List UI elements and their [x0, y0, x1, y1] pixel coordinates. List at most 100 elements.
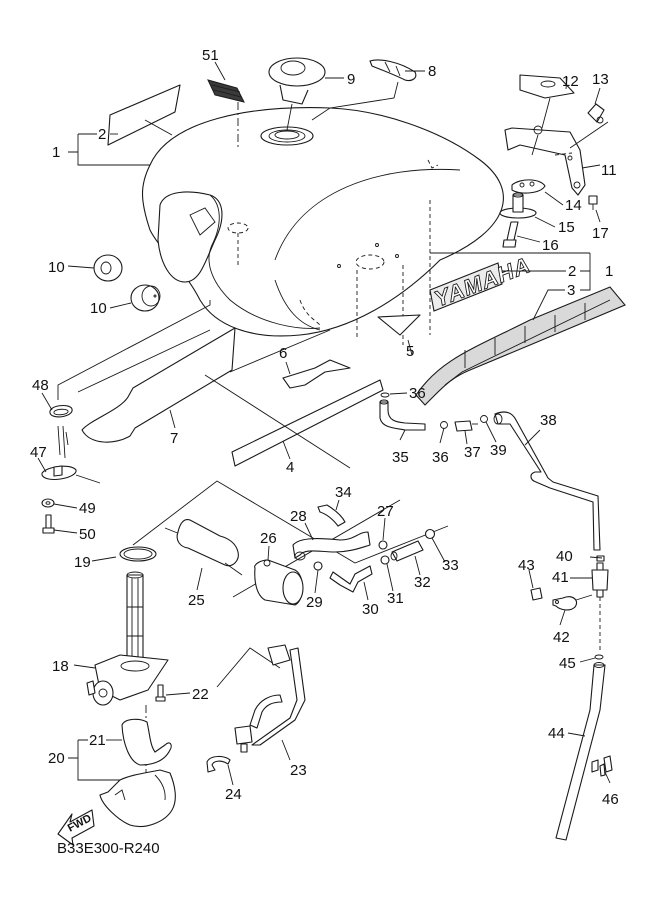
callout-1-top[interactable]: 1: [52, 144, 60, 161]
hose-clip[interactable]: [380, 392, 390, 398]
callout-49[interactable]: 49: [79, 500, 96, 517]
cover-inner[interactable]: [121, 718, 172, 766]
callout-16[interactable]: 16: [542, 237, 559, 254]
callout-2-top[interactable]: 2: [98, 126, 106, 143]
callout-12[interactable]: 12: [562, 73, 579, 90]
hose-clip[interactable]: [313, 561, 323, 571]
callout-2-right[interactable]: 2: [568, 263, 576, 280]
fuel-sender-unit[interactable]: [41, 425, 101, 484]
callout-44[interactable]: 44: [548, 725, 565, 742]
inline-filter[interactable]: [591, 562, 609, 598]
rivet[interactable]: [530, 587, 543, 601]
callout-33[interactable]: 33: [442, 557, 459, 574]
callout-14[interactable]: 14: [565, 197, 582, 214]
callout-46[interactable]: 46: [602, 791, 619, 808]
callout-10-lower[interactable]: 10: [90, 300, 107, 317]
fuel-hose[interactable]: [292, 531, 371, 561]
callout-38[interactable]: 38: [540, 412, 557, 429]
screw[interactable]: [588, 195, 598, 210]
callout-51[interactable]: 51: [202, 47, 219, 64]
callout-36b[interactable]: 36: [432, 449, 449, 466]
elbow-joint[interactable]: [329, 565, 373, 593]
washer[interactable]: [41, 498, 55, 508]
callout-13[interactable]: 13: [592, 71, 609, 88]
fuel-filter[interactable]: [164, 519, 243, 576]
damper-upper[interactable]: [93, 254, 123, 282]
callout-50[interactable]: 50: [79, 526, 96, 543]
callout-9[interactable]: 9: [347, 71, 355, 88]
screw[interactable]: [155, 684, 166, 702]
callout-25[interactable]: 25: [188, 592, 205, 609]
callout-32[interactable]: 32: [414, 574, 431, 591]
emblem-decal-left[interactable]: [107, 84, 181, 146]
breather-hose-long[interactable]: [493, 411, 601, 551]
callout-22[interactable]: 22: [192, 686, 209, 703]
callout-26[interactable]: 26: [260, 530, 277, 547]
hose[interactable]: [390, 540, 424, 562]
callout-40[interactable]: 40: [556, 548, 573, 565]
callout-5[interactable]: 5: [406, 343, 414, 360]
hose-clip[interactable]: [596, 555, 605, 562]
cap-cover[interactable]: [369, 59, 417, 82]
callout-42[interactable]: 42: [553, 629, 570, 646]
callout-7[interactable]: 7: [170, 430, 178, 447]
callout-3[interactable]: 3: [567, 282, 575, 299]
callout-41[interactable]: 41: [552, 569, 569, 586]
breather-hose[interactable]: [379, 399, 426, 431]
callout-35[interactable]: 35: [392, 449, 409, 466]
callout-37[interactable]: 37: [464, 444, 481, 461]
fuel-tank[interactable]: [142, 107, 504, 345]
callout-19[interactable]: 19: [74, 554, 91, 571]
callout-43[interactable]: 43: [518, 557, 535, 574]
callout-29[interactable]: 29: [306, 594, 323, 611]
callout-39[interactable]: 39: [490, 442, 507, 459]
bracket-block[interactable]: [519, 74, 575, 99]
caution-label[interactable]: [207, 79, 245, 103]
hose-clip[interactable]: [440, 421, 448, 429]
drain-hose[interactable]: [555, 662, 606, 841]
side-stripe[interactable]: [415, 286, 626, 406]
callout-6[interactable]: 6: [279, 345, 287, 362]
fuel-cock[interactable]: [86, 571, 169, 706]
damper-strip[interactable]: [231, 379, 384, 467]
callout-10-upper[interactable]: 10: [48, 259, 65, 276]
callout-20[interactable]: 20: [48, 750, 65, 767]
clip[interactable]: [587, 103, 605, 124]
callout-30[interactable]: 30: [362, 601, 379, 618]
o-ring[interactable]: [119, 546, 157, 562]
heat-insulator[interactable]: [81, 327, 236, 443]
callout-18[interactable]: 18: [52, 658, 69, 675]
collar-washer[interactable]: [499, 192, 537, 219]
bolt[interactable]: [502, 221, 519, 248]
hose-clip[interactable]: [424, 528, 436, 540]
hose-holder[interactable]: [206, 755, 231, 773]
callout-28[interactable]: 28: [290, 508, 307, 525]
callout-31[interactable]: 31: [387, 590, 404, 607]
fuel-pump[interactable]: [254, 559, 304, 606]
callout-34[interactable]: 34: [335, 484, 352, 501]
callout-47[interactable]: 47: [30, 444, 47, 461]
callout-17[interactable]: 17: [592, 225, 609, 242]
callout-45[interactable]: 45: [559, 655, 576, 672]
hose-clip[interactable]: [378, 540, 388, 550]
callout-36a[interactable]: 36: [409, 385, 426, 402]
tank-bracket[interactable]: [504, 125, 586, 196]
fuel-cap[interactable]: [268, 57, 326, 105]
callout-27[interactable]: 27: [377, 503, 394, 520]
callout-11[interactable]: 11: [601, 162, 617, 179]
callout-21[interactable]: 21: [89, 732, 106, 749]
filter-holder[interactable]: [552, 596, 578, 611]
gasket[interactable]: [49, 404, 73, 418]
yamaha-emblem[interactable]: YAMAHA: [429, 252, 534, 312]
callout-4[interactable]: 4: [286, 459, 294, 476]
hose-clip[interactable]: [480, 415, 488, 423]
callout-15[interactable]: 15: [558, 219, 575, 236]
callout-1-right[interactable]: 1: [605, 263, 613, 280]
cover-assembly[interactable]: [99, 769, 176, 828]
damper-triangle[interactable]: [377, 314, 421, 336]
hose-clamp[interactable]: [591, 755, 613, 777]
hose-clip[interactable]: [594, 654, 604, 660]
bolt[interactable]: [42, 514, 55, 534]
hose-clamp[interactable]: [317, 504, 346, 527]
joint[interactable]: [454, 420, 478, 432]
